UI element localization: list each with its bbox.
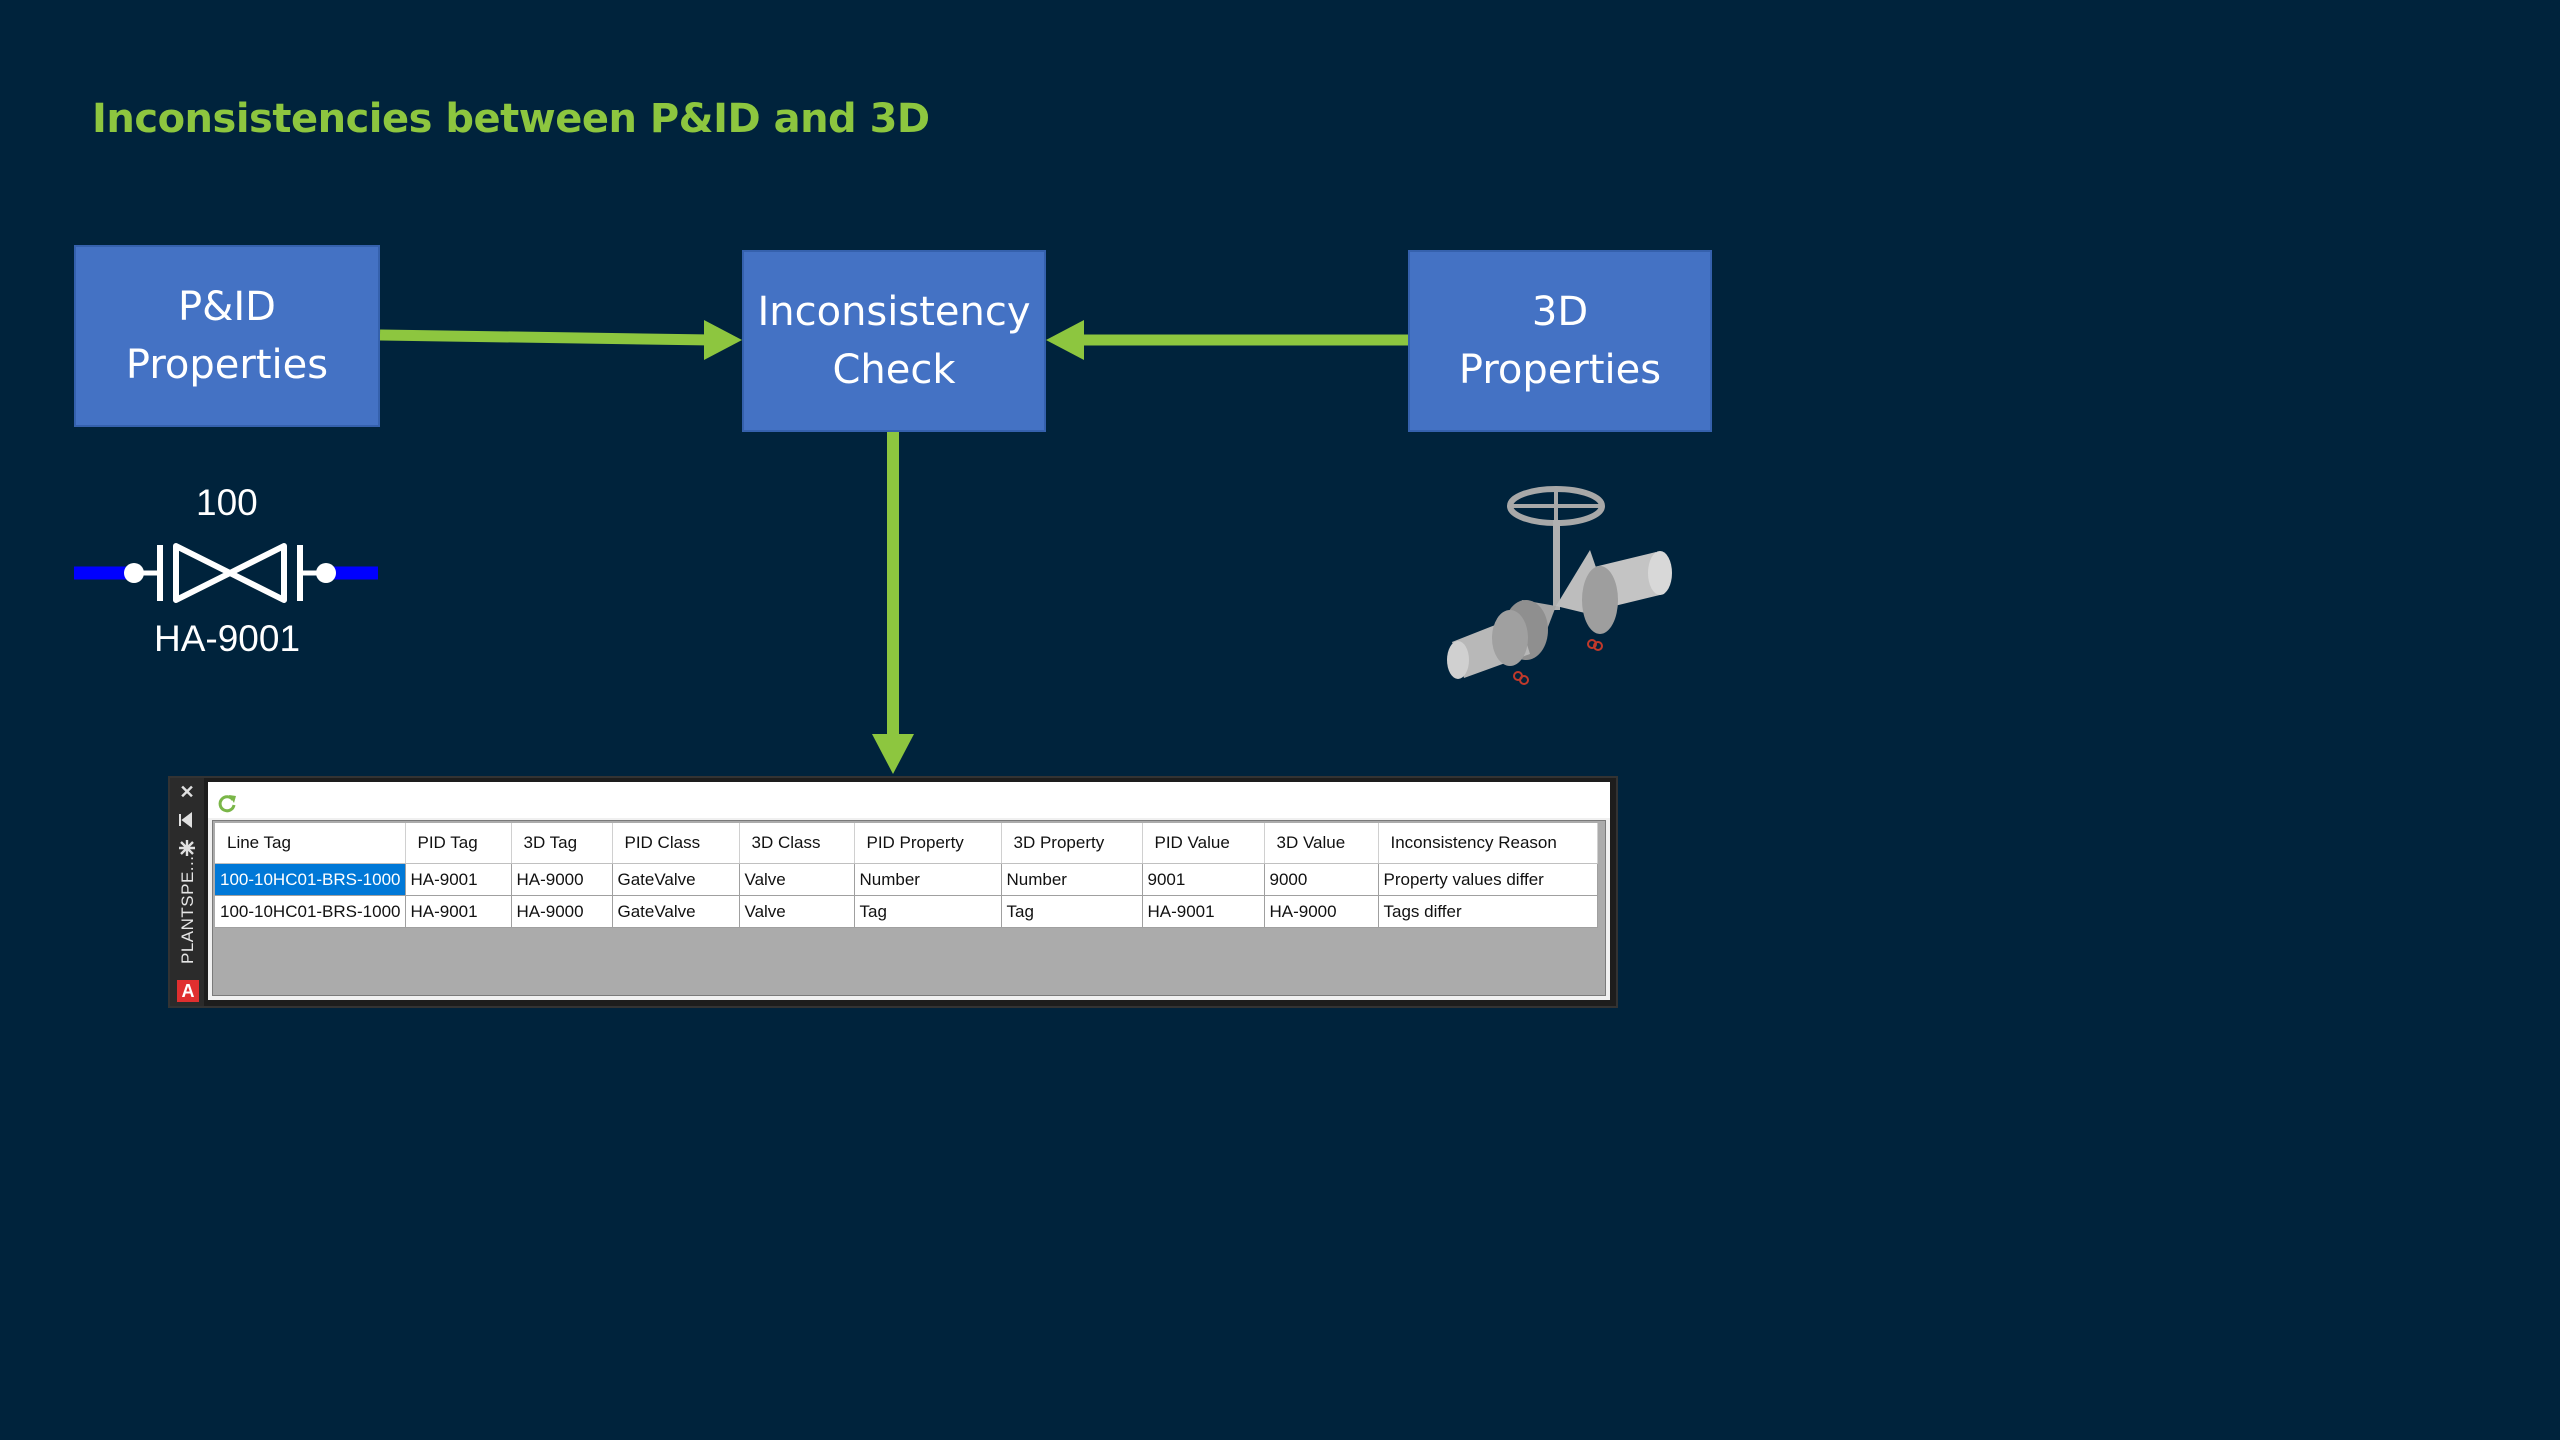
inconsistency-grid: Line Tag PID Tag 3D Tag PID Class 3D Cla… <box>212 820 1606 996</box>
valve-tag-label: HA-9001 <box>154 618 301 659</box>
gate-valve-symbol <box>74 543 378 603</box>
table-cell[interactable]: HA-9001 <box>405 895 512 928</box>
inconsistency-check-box: Inconsistency Check <box>742 250 1046 432</box>
check-box-line2: Check <box>832 347 956 393</box>
pid-box-line1: P&ID <box>178 284 276 330</box>
column-header[interactable]: Inconsistency Reason <box>1378 823 1598 864</box>
table-cell[interactable]: HA-9000 <box>511 863 613 896</box>
inconsistency-table: Line Tag PID Tag 3D Tag PID Class 3D Cla… <box>215 823 1598 928</box>
check-box-line1: Inconsistency <box>757 289 1031 335</box>
slide-title: Inconsistencies between P&ID and 3D <box>92 96 930 142</box>
model-box-line1: 3D <box>1531 289 1589 335</box>
collapse-icon[interactable] <box>177 810 197 830</box>
column-header[interactable]: PID Tag <box>405 823 512 864</box>
column-header[interactable]: 3D Tag <box>511 823 613 864</box>
table-row[interactable]: 100-10HC01-BRS-1000 HA-9001 HA-9000 Gate… <box>215 863 1598 896</box>
table-cell[interactable]: Property values differ <box>1378 863 1598 896</box>
arrow-pid-to-check <box>379 320 742 360</box>
panel-content: Line Tag PID Tag 3D Tag PID Class 3D Cla… <box>208 782 1610 1000</box>
close-icon[interactable]: ✕ <box>179 782 195 802</box>
table-cell[interactable]: GateValve <box>612 863 740 896</box>
panel-toolbar <box>208 782 1610 818</box>
valve-size-label: 100 <box>196 482 258 523</box>
table-row[interactable]: 100-10HC01-BRS-1000 HA-9001 HA-9000 Gate… <box>215 895 1598 928</box>
table-cell[interactable]: GateValve <box>612 895 740 928</box>
table-cell[interactable]: HA-9001 <box>405 863 512 896</box>
pid-box-line2: Properties <box>125 342 329 388</box>
column-header[interactable]: PID Value <box>1142 823 1265 864</box>
refresh-icon[interactable] <box>216 792 238 814</box>
table-cell[interactable]: HA-9001 <box>1142 895 1265 928</box>
table-cell[interactable]: Valve <box>739 895 855 928</box>
inconsistency-panel: ✕ PLANTSPE... A <box>168 776 1618 1008</box>
pid-properties-box: P&ID Properties <box>74 245 380 427</box>
autocad-logo-icon: A <box>177 980 199 1002</box>
properties-icon[interactable] <box>177 838 197 858</box>
table-cell[interactable]: 100-10HC01-BRS-1000 <box>215 863 406 896</box>
model-box-line2: Properties <box>1458 347 1662 393</box>
table-cell[interactable]: HA-9000 <box>511 895 613 928</box>
arrow-check-to-table <box>872 432 914 774</box>
column-header[interactable]: 3D Property <box>1001 823 1143 864</box>
column-header[interactable]: 3D Value <box>1264 823 1379 864</box>
table-cell[interactable]: Valve <box>739 863 855 896</box>
valve-3d-model-icon <box>1447 486 1672 685</box>
table-cell[interactable]: 9000 <box>1264 863 1379 896</box>
table-cell[interactable]: Tag <box>854 895 1002 928</box>
table-cell[interactable]: Number <box>854 863 1002 896</box>
table-header-row: Line Tag PID Tag 3D Tag PID Class 3D Cla… <box>215 823 1598 864</box>
table-cell[interactable]: Tags differ <box>1378 895 1598 928</box>
column-header[interactable]: 3D Class <box>739 823 855 864</box>
panel-title: PLANTSPE... <box>178 855 197 964</box>
column-header[interactable]: PID Property <box>854 823 1002 864</box>
table-cell[interactable]: HA-9000 <box>1264 895 1379 928</box>
column-header[interactable]: Line Tag <box>215 823 406 864</box>
column-header[interactable]: PID Class <box>612 823 740 864</box>
table-cell[interactable]: 100-10HC01-BRS-1000 <box>215 895 406 928</box>
panel-side-bar: ✕ PLANTSPE... A <box>170 778 204 1006</box>
arrow-3d-to-check <box>1046 320 1408 360</box>
table-cell[interactable]: Tag <box>1001 895 1143 928</box>
3d-properties-box: 3D Properties <box>1408 250 1712 432</box>
table-cell[interactable]: Number <box>1001 863 1143 896</box>
table-cell[interactable]: 9001 <box>1142 863 1265 896</box>
